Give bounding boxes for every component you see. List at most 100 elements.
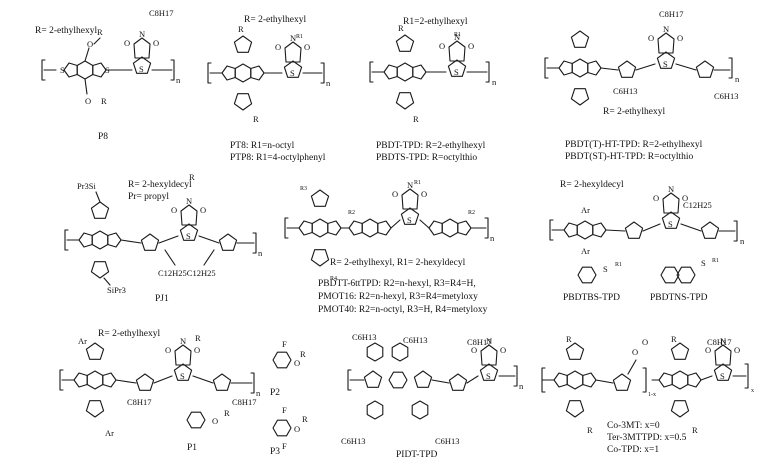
pbdt-tpd-tpd-o-atom-2: O [468,41,474,51]
pidt-n: n [519,381,524,391]
co3mt-bracket-2-right [744,363,749,389]
p1-thiophene-bot [85,400,105,418]
pbdt-tpd-r-top: R [398,23,404,33]
pbdtbs-substituent: R= 2-hexyldecyl [560,180,624,190]
co3mt-bdt-core-1 [553,370,597,390]
pj1-bracket-right [252,232,257,254]
co3mt-thiophene-top-2 [670,342,690,360]
pidt-link-1 [431,379,450,384]
pbdtt6-r2-left: R2 [348,210,355,216]
p8-s1: S [60,65,65,75]
p8-tpd-imide-ring [133,37,151,59]
pbdt-tpd-tpd-o-atom-1: O [439,41,445,51]
co3mt-sidechain: C8H17 [707,337,732,347]
pbdtt-ht-tpd-imide-ring [657,32,675,54]
p3-o: O [294,424,300,434]
pbdt-t-ht-alkyl1: C6H13 [613,86,638,96]
pbdt-tpd-substituent: R1=2-ethylhexyl [403,17,468,27]
p8-o-bond-bot [84,78,88,95]
pidt-tpd-o-atom-2: O [500,345,506,355]
co3mt-tpd-o-atom-2: O [734,345,740,355]
pj1-tpd-s-atom: S [186,231,191,241]
co3mt-bdt-core-2 [658,370,702,390]
p1-label: P1 [187,443,198,453]
p8-tpd-n-atom: N [139,29,145,39]
pidt-thiophene-3 [448,373,468,391]
pt8-bdt-core [221,63,265,83]
pbdtt-ht-thiophene-bot [570,88,590,106]
co3mt-r-top-1: R [566,334,572,344]
p1-phenyl [186,411,206,429]
p8-r-bond-top [93,37,101,45]
pbdtt6-r1: R1 [414,180,421,186]
p3-label: P3 [270,447,281,457]
p8-label: P8 [98,132,109,142]
p8-tpd-o-atom-1: O [124,38,130,48]
pbdtt-ht-tpd-n-atom: N [663,24,669,34]
p1-ar-top: Ar [78,336,87,346]
pbdtt6-r4: R4 [330,276,337,282]
pt8-tpd-imide-ring [284,41,302,63]
pidt-thiophene-right [413,370,433,388]
co3mt-o-2: O [642,337,648,347]
p1-substituent: R= 2-ethylhexyl [98,329,161,339]
pj1-silyl1: Pr3Si [77,181,96,191]
pbdtt6-thiophene-top [310,189,330,207]
pj1-thiophene-1 [140,233,160,251]
p8-sidechain: C8H17 [149,8,174,18]
p8-r-bot: R [101,96,107,106]
p3-phenyl [272,419,292,437]
co3mt-thiophene-top-1 [565,342,585,360]
pt8-r1: R1 [296,34,303,40]
co3mt-tpd-o-atom-1: O [705,345,711,355]
p1-thiophene-top [85,342,105,360]
p8-substituent: R= 2-ethylhexyl [35,26,98,36]
pj1-chain-bond-1 [164,249,176,266]
pbdt-tpd-bracket-left [369,61,374,83]
pj1-pr: Pr= propyl [128,192,169,202]
pidt-alkyl2: C6H13 [403,335,428,345]
pidt-tpd-s-atom: S [486,371,491,381]
pbdtns-r1: R1 [712,258,719,264]
p8-tpd-s-atom: S [139,64,144,74]
pbdtbs-tpd-imide-ring [662,192,680,214]
co3mt-tpd-n-atom: N [720,336,726,346]
pbdtbs-bracket-left [549,219,554,241]
pbdtt-ht-n: n [735,74,740,84]
pt8-thiophene-top [233,35,253,53]
pt8-tpd-o-atom-2: O [304,42,310,52]
p8-o-top: O [87,39,93,49]
pbdt-tpd-label-2: PBDTS-TPD: R=octylthio [376,153,478,163]
pt8-tpd-s-atom: S [290,68,295,78]
co3mt-1-x: 1-x [648,392,656,398]
pbdtt6-tpd-o-atom-1: O [392,189,398,199]
pbdt-tpd-r1: R1 [454,32,461,38]
p1-link-3 [192,375,214,384]
pt8-r-bot: R [253,114,259,124]
pt8-n: n [326,78,331,88]
pj1-bracket-left [64,229,69,251]
p3-r: R [302,414,308,424]
pidt-alkyl1: C6H13 [352,332,377,342]
pbdt-tpd-thiophene-top [395,34,415,52]
co3mt-tpd-s-atom: S [720,371,725,381]
p1-tpd-o-atom-2: O [194,345,200,355]
co3mt-link-2 [700,375,713,381]
pidt-aryl-1 [366,342,384,362]
co3mt-ester-bond [627,359,637,375]
pbdtbs-bdt-core [563,220,607,240]
pbdtbs-phenyl [577,266,597,284]
pbdtns-s: S [701,258,706,268]
pbdt-tpd-bdt-core [383,62,427,82]
pbdtt6-thiophene-bot [310,249,330,267]
pbdtt-label-1: PBDTT-6ttTPD: R2=n-hexyl, R3=R4=H, [318,279,476,289]
pbdt-t-ht-alkyl2: C6H13 [714,91,739,101]
pbdt-tpd-tpd-imide-ring [448,40,466,62]
pbdt-tpd-thiophene-bot [395,92,415,110]
pt8-tpd-n-atom: N [290,33,296,43]
p1-o: O [212,416,218,426]
co3mt-bracket-1-right [642,367,647,393]
pt8-tpd-o-atom-1: O [275,42,281,52]
pbdtbs-thiophene-1 [624,221,644,239]
